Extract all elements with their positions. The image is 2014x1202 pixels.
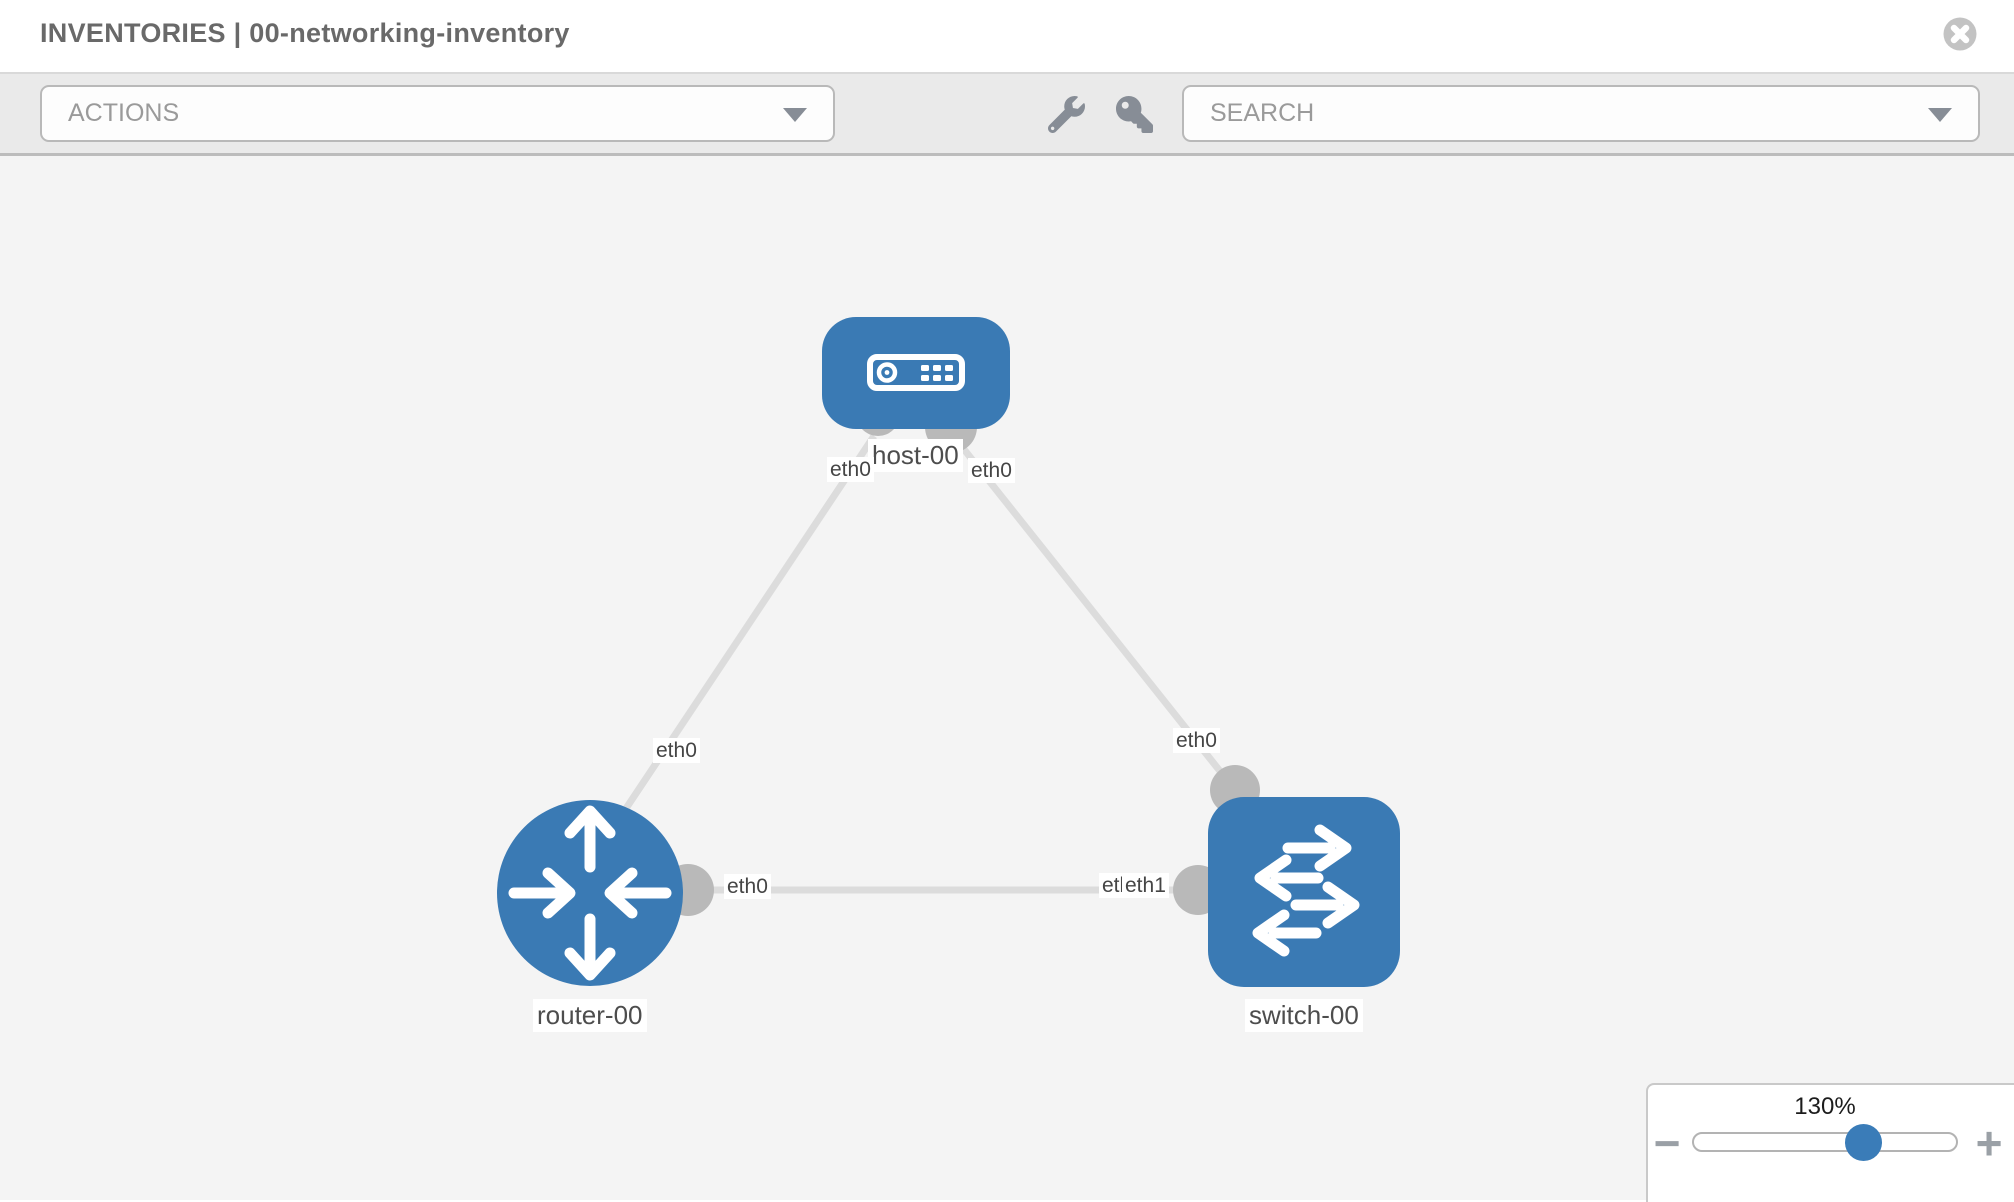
search-dropdown[interactable]: SEARCH	[1182, 85, 1980, 142]
interface-label: eth0	[1173, 728, 1220, 753]
switch-arrows-icon	[1252, 824, 1360, 957]
search-dropdown-value: SEARCH	[1210, 99, 1315, 127]
zoom-out-button[interactable]: −	[1653, 1117, 1681, 1169]
node-switch-00[interactable]	[1208, 797, 1400, 987]
close-icon	[1943, 17, 1977, 51]
node-label-switch-00: switch-00	[1245, 999, 1363, 1032]
router-arrows-icon	[508, 805, 672, 981]
title-bar: INVENTORIES | 00-networking-inventory	[0, 0, 2014, 74]
zoom-slider-track[interactable]	[1692, 1132, 1958, 1152]
interface-label: eth0	[968, 458, 1015, 483]
key-icon	[1116, 96, 1153, 133]
server-icon	[867, 354, 965, 391]
node-host-00[interactable]	[822, 317, 1010, 429]
actions-dropdown-value: ACTIONS	[68, 99, 180, 127]
node-label-host-00: host-00	[868, 439, 963, 472]
node-label-router-00: router-00	[533, 999, 647, 1032]
toolbar: ACTIONS SEARCH	[0, 74, 2014, 156]
chevron-down-icon	[1928, 108, 1952, 122]
close-button[interactable]	[1943, 17, 1977, 51]
wrench-button[interactable]	[1047, 96, 1085, 134]
interface-label: eth0	[827, 457, 874, 482]
interface-label-partially-hidden: eth1	[1099, 873, 1122, 898]
actions-dropdown[interactable]: ACTIONS	[40, 85, 835, 142]
interface-label: eth0	[724, 874, 771, 899]
zoom-slider-knob[interactable]	[1845, 1124, 1882, 1161]
link-host-router	[612, 434, 877, 827]
topology-canvas[interactable]: host-00 router-00 switch-00 eth0 eth0 et…	[0, 156, 2014, 1200]
wrench-icon	[1047, 96, 1085, 134]
link-group	[612, 430, 1238, 894]
key-button[interactable]	[1116, 96, 1153, 133]
zoom-panel: 130% − +	[1646, 1083, 2014, 1202]
node-router-00[interactable]	[497, 800, 683, 986]
page-title: INVENTORIES | 00-networking-inventory	[40, 18, 570, 48]
interface-label: eth1	[1122, 873, 1169, 898]
zoom-level: 130%	[1794, 1093, 1856, 1120]
interface-label: eth0	[653, 738, 700, 763]
chevron-down-icon	[783, 108, 807, 122]
zoom-in-button[interactable]: +	[1975, 1117, 2003, 1169]
